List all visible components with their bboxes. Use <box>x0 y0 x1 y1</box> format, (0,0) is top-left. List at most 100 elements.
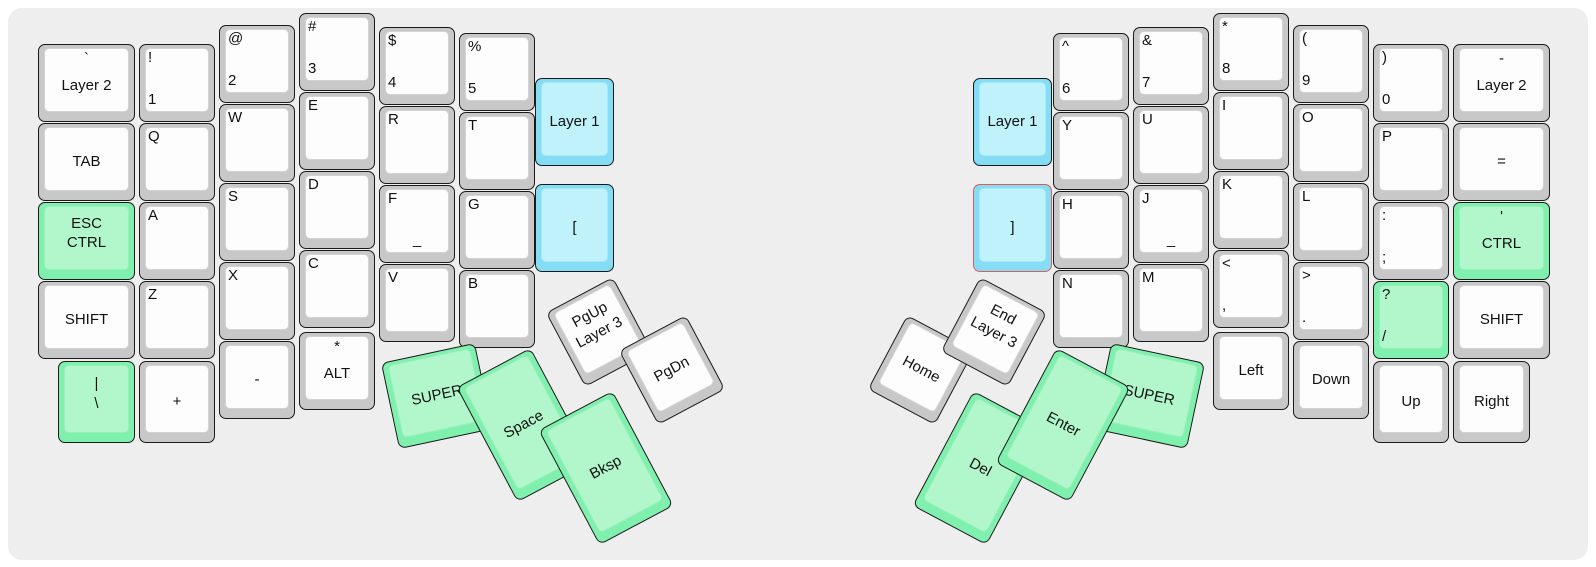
keycap-l-c3-r2 <box>225 108 289 172</box>
key-r-c3-r1[interactable]: &7 <box>1133 27 1209 105</box>
key-l-c5-r3[interactable]: F_ <box>379 185 455 263</box>
key-l-c4-r1[interactable]: #3 <box>299 13 375 91</box>
key-r-c3-r3[interactable]: J_ <box>1133 185 1209 263</box>
keycap-l-c5-r2 <box>385 110 449 174</box>
key-r-c7-r1[interactable]: -Layer 2 <box>1453 44 1550 122</box>
key-l-c6-r2[interactable]: T <box>459 112 535 190</box>
key-l-c1-r1[interactable]: `Layer 2 <box>38 44 135 122</box>
key-l-c2-r2[interactable]: Q <box>139 123 215 201</box>
keycap-r-c6-r2 <box>1379 127 1443 191</box>
key-l-c6-r4[interactable]: B <box>459 270 535 348</box>
keycap-r-c2-r3 <box>1059 195 1123 259</box>
keycap-r-c1-r2 <box>979 188 1046 262</box>
key-l-c4-r5[interactable]: *ALT <box>299 332 375 410</box>
key-l-c3-r4[interactable]: X <box>219 262 295 340</box>
keycap-r-c4-r4 <box>1219 254 1283 318</box>
key-r-c5-r5[interactable]: Down <box>1293 341 1369 419</box>
key-l-c5-r2[interactable]: R <box>379 106 455 184</box>
key-r-c6-r1[interactable]: )0 <box>1373 44 1449 122</box>
key-r-c6-r2[interactable]: P <box>1373 123 1449 201</box>
keycap-l-c2-r2 <box>145 127 209 191</box>
key-r-c6-r5[interactable]: Up <box>1373 361 1449 443</box>
key-l-c3-r2[interactable]: W <box>219 104 295 182</box>
keycap-l-c1-r5 <box>64 365 129 433</box>
keycap-l-c6-r4 <box>465 274 529 338</box>
keycap-l-c4-r1 <box>305 17 369 81</box>
key-l-c6-r1[interactable]: %5 <box>459 33 535 111</box>
key-r-c4-r5[interactable]: Left <box>1213 332 1289 410</box>
key-l-c3-r5[interactable]: - <box>219 341 295 419</box>
keycap-l-c7-r1 <box>541 82 608 156</box>
key-l-c1-r2[interactable]: TAB <box>38 123 135 201</box>
key-l-c4-r4[interactable]: C <box>299 250 375 328</box>
key-l-c6-r3[interactable]: G <box>459 191 535 269</box>
key-r-c5-r4[interactable]: >. <box>1293 262 1369 340</box>
keycap-l-c5-r1 <box>385 31 449 95</box>
keycap-l-c3-r1 <box>225 29 289 93</box>
key-r-c4-r3[interactable]: K <box>1213 171 1289 249</box>
keycap-r-c2-r4 <box>1059 274 1123 338</box>
key-r-c3-r2[interactable]: U <box>1133 106 1209 184</box>
key-l-c2-r4[interactable]: Z <box>139 281 215 359</box>
key-r-c7-r5[interactable]: Right <box>1453 361 1530 443</box>
key-l-c5-r4[interactable]: V <box>379 264 455 342</box>
key-l-c5-r1[interactable]: $4 <box>379 27 455 105</box>
key-l-c1-r4[interactable]: SHIFT <box>38 281 135 359</box>
keycap-r-c3-r3 <box>1139 189 1203 253</box>
key-r-c6-r3[interactable]: :; <box>1373 202 1449 280</box>
keycap-l-c6-r3 <box>465 195 529 259</box>
key-l-c1-r5[interactable]: |\ <box>58 361 135 443</box>
keycap-l-c6-r2 <box>465 116 529 180</box>
keycap-r-c3-r4 <box>1139 268 1203 332</box>
keycap-l-c3-r3 <box>225 187 289 251</box>
keycap-l-c4-r3 <box>305 175 369 239</box>
keycap-l-c3-r5 <box>225 345 289 409</box>
key-r-c7-r3[interactable]: 'CTRL <box>1453 202 1550 280</box>
keycap-r-c7-r2 <box>1459 127 1544 191</box>
key-r-c2-r1[interactable]: ^6 <box>1053 33 1129 111</box>
key-r-c2-r4[interactable]: N <box>1053 270 1129 348</box>
keycap-l-c5-r4 <box>385 268 449 332</box>
keycap-r-c5-r2 <box>1299 108 1363 172</box>
keycap-l-c4-r4 <box>305 254 369 318</box>
keycap-r-c7-r5 <box>1459 365 1524 433</box>
key-l-c7-r2[interactable]: [ <box>535 184 614 272</box>
key-l-c7-r1[interactable]: Layer 1 <box>535 78 614 166</box>
key-r-c4-r2[interactable]: I <box>1213 92 1289 170</box>
key-r-c3-r4[interactable]: M <box>1133 264 1209 342</box>
key-r-c2-r2[interactable]: Y <box>1053 112 1129 190</box>
key-l-c4-r2[interactable]: E <box>299 92 375 170</box>
key-r-c5-r3[interactable]: L <box>1293 183 1369 261</box>
key-r-c7-r4[interactable]: SHIFT <box>1453 281 1550 359</box>
key-r-c1-r1[interactable]: Layer 1 <box>973 78 1052 166</box>
keycap-r-c7-r3 <box>1459 206 1544 270</box>
key-l-c2-r3[interactable]: A <box>139 202 215 280</box>
key-r-c5-r1[interactable]: (9 <box>1293 25 1369 103</box>
keycap-l-c3-r4 <box>225 266 289 330</box>
keycap-l-c1-r2 <box>44 127 129 191</box>
key-l-c3-r3[interactable]: S <box>219 183 295 261</box>
keycap-r-c6-r3 <box>1379 206 1443 270</box>
key-l-c2-r5[interactable]: + <box>139 361 215 443</box>
keycap-r-c5-r3 <box>1299 187 1363 251</box>
key-r-c6-r4[interactable]: ?/ <box>1373 281 1449 359</box>
key-r-c4-r4[interactable]: <, <box>1213 250 1289 328</box>
keycap-l-c2-r3 <box>145 206 209 270</box>
key-r-c1-r2[interactable]: ] <box>973 184 1052 272</box>
key-r-c5-r2[interactable]: O <box>1293 104 1369 182</box>
key-r-c4-r1[interactable]: *8 <box>1213 13 1289 91</box>
keycap-r-c4-r1 <box>1219 17 1283 81</box>
keycap-r-c2-r2 <box>1059 116 1123 180</box>
key-l-c2-r1[interactable]: !1 <box>139 44 215 122</box>
key-r-c7-r2[interactable]: = <box>1453 123 1550 201</box>
keycap-r-c6-r4 <box>1379 285 1443 349</box>
key-l-c3-r1[interactable]: @2 <box>219 25 295 103</box>
key-l-c4-r3[interactable]: D <box>299 171 375 249</box>
keycap-r-c4-r5 <box>1219 336 1283 400</box>
key-r-c2-r3[interactable]: H <box>1053 191 1129 269</box>
keycap-r-c4-r2 <box>1219 96 1283 160</box>
keycap-r-c7-r4 <box>1459 285 1544 349</box>
keycap-l-c2-r1 <box>145 48 209 112</box>
